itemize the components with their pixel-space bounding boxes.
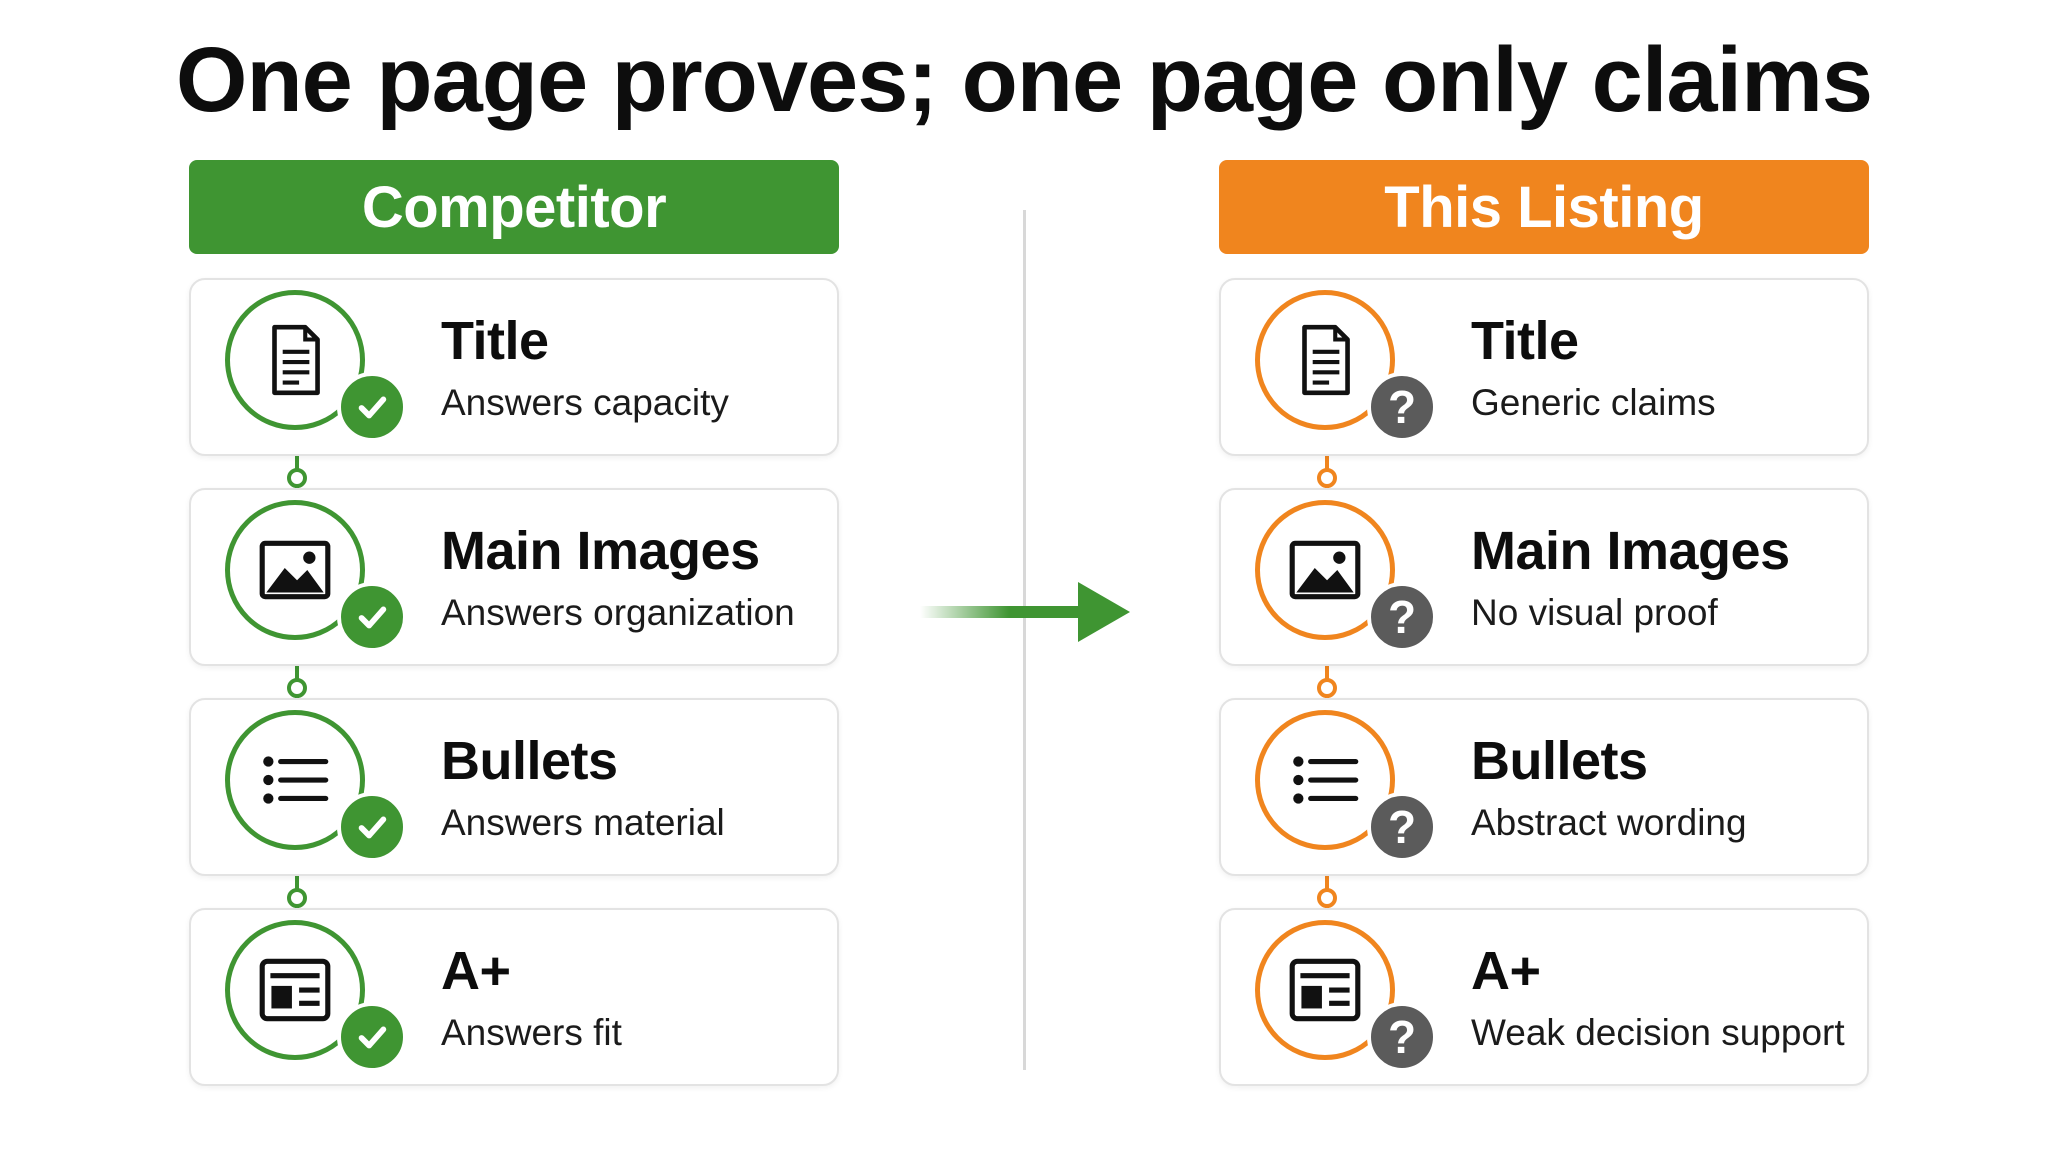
card-title: Title [441, 311, 549, 371]
card-description: Answers organization [441, 592, 795, 633]
check-icon [337, 582, 407, 652]
card-description: Answers material [441, 802, 725, 843]
center-divider [1023, 210, 1026, 1070]
card-title: Main Images [1471, 521, 1790, 581]
competitor-card-aplus: A+ Answers fit [189, 908, 839, 1086]
question-icon: ? [1367, 792, 1437, 862]
listing-card-title: ? Title Generic claims [1219, 278, 1869, 456]
card-title: A+ [441, 941, 511, 1001]
card-title: A+ [1471, 941, 1541, 1001]
card-description: Generic claims [1471, 382, 1716, 423]
listing-header: This Listing [1219, 160, 1869, 254]
connector-dot [1317, 468, 1337, 488]
connector-dot [1317, 888, 1337, 908]
card-description: Answers fit [441, 1012, 622, 1053]
check-icon [337, 372, 407, 442]
question-icon: ? [1367, 582, 1437, 652]
connector-dot [287, 678, 307, 698]
listing-card-main-images: ? Main Images No visual proof [1219, 488, 1869, 666]
card-description: No visual proof [1471, 592, 1718, 633]
card-title: Bullets [441, 731, 618, 791]
competitor-card-main-images: Main Images Answers organization [189, 488, 839, 666]
question-icon: ? [1367, 1002, 1437, 1072]
listing-card-bullets: ? Bullets Abstract wording [1219, 698, 1869, 876]
connector-dot [287, 468, 307, 488]
competitor-card-bullets: Bullets Answers material [189, 698, 839, 876]
listing-card-aplus: ? A+ Weak decision support [1219, 908, 1869, 1086]
competitor-header: Competitor [189, 160, 839, 254]
check-icon [337, 792, 407, 862]
connector-dot [287, 888, 307, 908]
card-description: Abstract wording [1471, 802, 1747, 843]
layout-icon [1255, 920, 1395, 1060]
card-title: Main Images [441, 521, 760, 581]
layout-icon [225, 920, 365, 1060]
card-description: Weak decision support [1471, 1012, 1845, 1053]
page-title: One page proves; one page only claims [175, 29, 1873, 131]
competitor-column: Competitor Title Answers capacity Main I… [189, 160, 839, 1086]
arrow-right-icon [920, 582, 1130, 642]
listing-rows: ? Title Generic claims ? Main Images No … [1219, 278, 1869, 1086]
competitor-card-title: Title Answers capacity [189, 278, 839, 456]
listing-column: This Listing ? Title Generic claims ? Ma… [1219, 160, 1869, 1086]
card-title: Title [1471, 311, 1579, 371]
connector-dot [1317, 678, 1337, 698]
card-description: Answers capacity [441, 382, 729, 423]
card-title: Bullets [1471, 731, 1648, 791]
question-icon: ? [1367, 372, 1437, 442]
check-icon [337, 1002, 407, 1072]
competitor-rows: Title Answers capacity Main Images Answe… [189, 278, 839, 1086]
